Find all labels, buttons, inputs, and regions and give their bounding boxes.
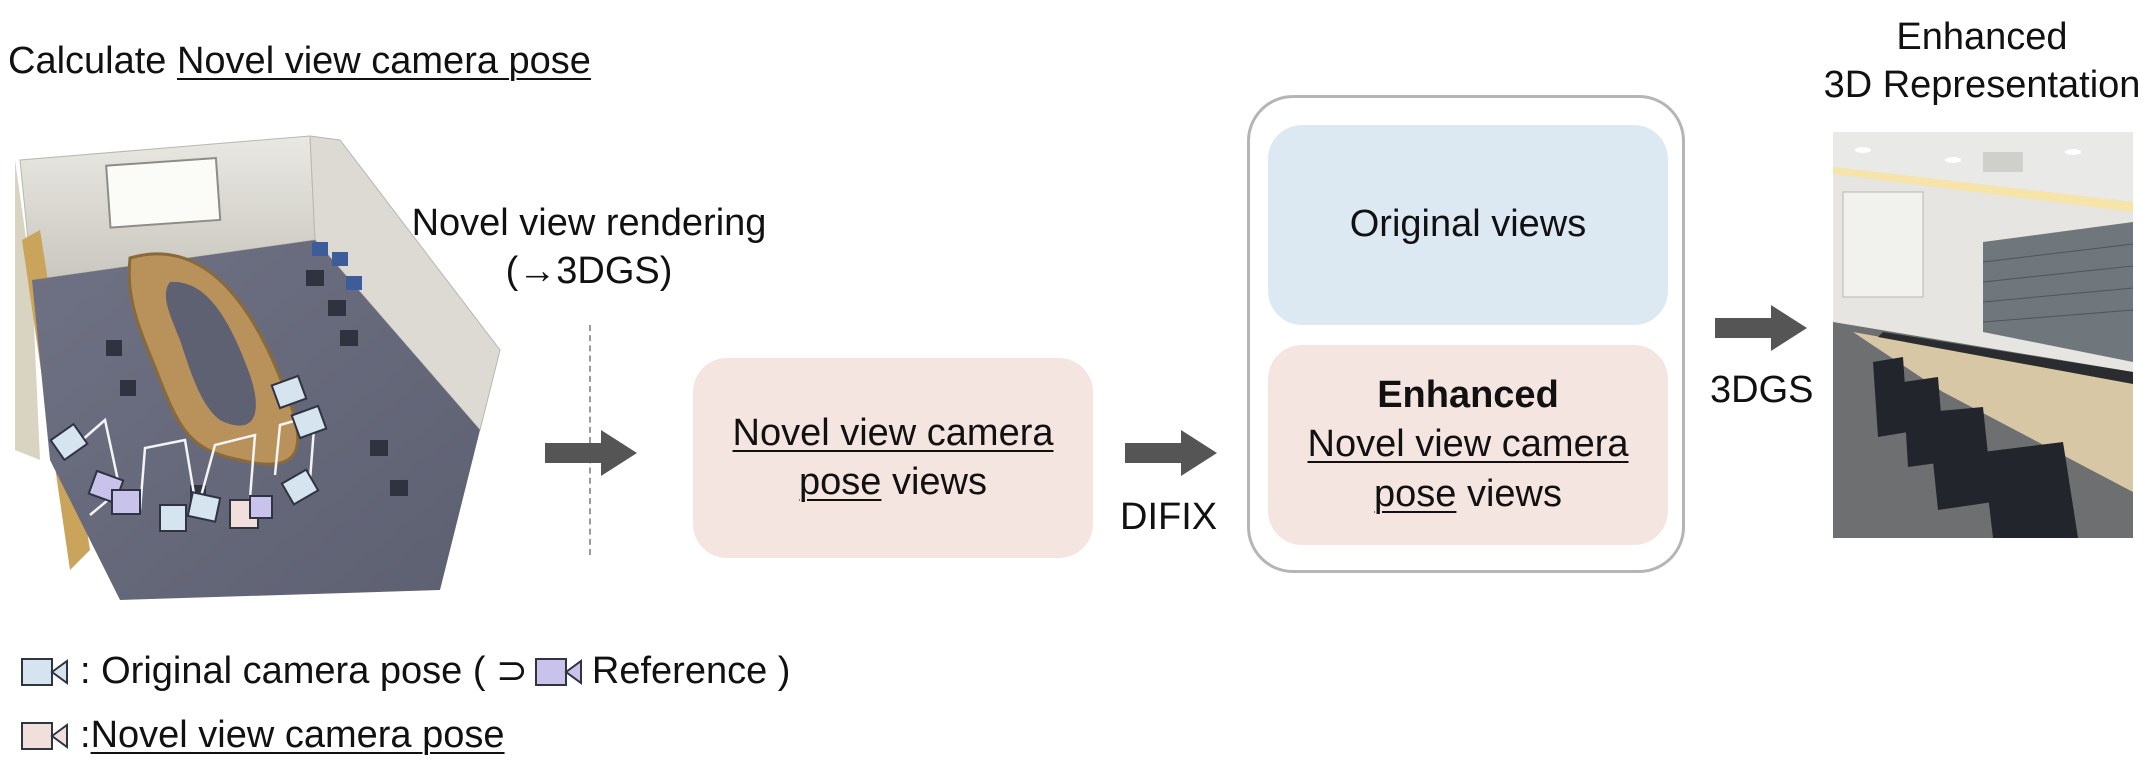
result-title: Enhanced 3D Representation bbox=[1810, 14, 2154, 109]
threedgs-label: 3DGS bbox=[1710, 369, 1814, 411]
camera-frustum-icon bbox=[21, 657, 68, 686]
conference-room-photo-icon bbox=[1833, 132, 2133, 538]
rendering-label-line1: Novel view rendering bbox=[411, 202, 767, 244]
enhanced-box-views: views bbox=[1456, 472, 1562, 515]
original-box-label: Original views bbox=[1349, 203, 1587, 246]
camera-frustum-icon bbox=[21, 721, 68, 750]
point-cloud-room-icon bbox=[15, 135, 501, 600]
title-underlined: Novel view camera pose bbox=[176, 40, 591, 82]
legend-row-original: : Original camera pose ( ⊃ Reference ) bbox=[20, 648, 790, 696]
title-prefix: Calculate bbox=[8, 40, 177, 82]
views-container bbox=[1247, 95, 1685, 573]
camera-frustum-icon bbox=[534, 657, 582, 686]
novel-box-pose: pose bbox=[799, 461, 882, 503]
novel-box-line1: Novel view camera bbox=[732, 411, 1054, 454]
page-title: Calculate Novel view camera pose bbox=[8, 38, 591, 86]
arrow-right-icon bbox=[1715, 305, 1807, 351]
enhanced-box-line3: pose views bbox=[1374, 470, 1562, 519]
novel-view-box: Novel view camera pose views bbox=[693, 358, 1093, 558]
original-views-box: Original views bbox=[1268, 125, 1668, 325]
legend-novel-text: Novel view camera pose bbox=[90, 714, 505, 756]
enhanced-box-bold: Enhanced bbox=[1377, 373, 1559, 416]
dashed-divider bbox=[589, 325, 591, 555]
legend-novel-prefix: : bbox=[80, 714, 91, 756]
enhanced-box-line2: Novel view camera bbox=[1307, 423, 1629, 466]
legend-reference-text: Reference ) bbox=[591, 650, 791, 692]
arrow-right-icon bbox=[1125, 430, 1217, 476]
rendering-label-line2: (→3DGS) bbox=[505, 249, 673, 292]
legend-original-text: : Original camera pose ( ⊃ bbox=[80, 650, 528, 692]
rendering-label: Novel view rendering (→3DGS) bbox=[404, 200, 774, 295]
novel-box-line2: pose views bbox=[799, 458, 987, 507]
arrow-right-icon bbox=[545, 430, 637, 476]
legend-row-novel: : Novel view camera pose bbox=[20, 712, 505, 760]
result-title-line1: Enhanced bbox=[1896, 16, 2068, 58]
result-title-line2: 3D Representation bbox=[1823, 63, 2141, 106]
novel-box-views: views bbox=[881, 461, 987, 503]
difix-label: DIFIX bbox=[1120, 496, 1218, 538]
enhanced-box-pose: pose bbox=[1374, 472, 1457, 515]
enhanced-views-box: Enhanced Novel view camera pose views bbox=[1268, 345, 1668, 545]
